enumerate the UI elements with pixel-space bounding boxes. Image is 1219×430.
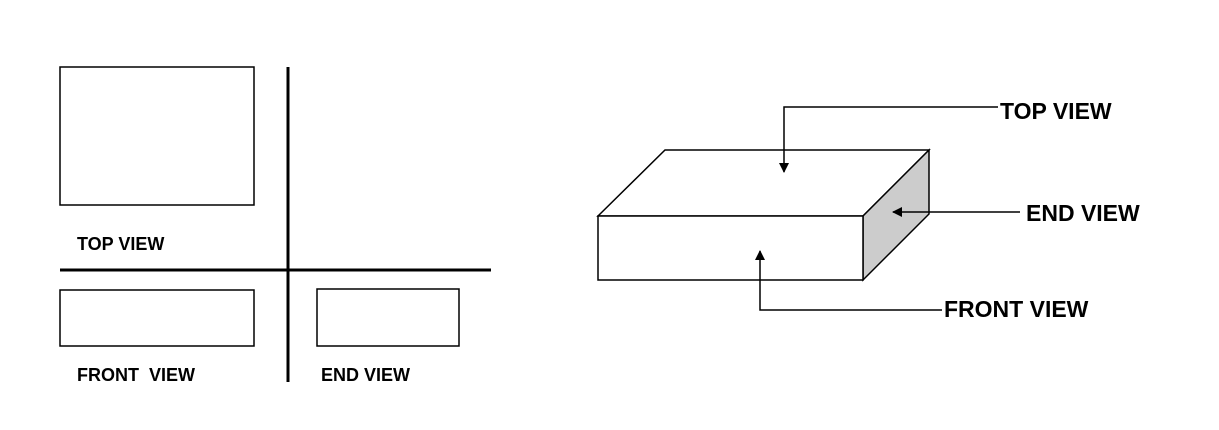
iso-top-view-label: TOP VIEW bbox=[1000, 98, 1112, 124]
iso-front-view-label: FRONT VIEW bbox=[944, 296, 1089, 322]
end-view-rectangle bbox=[316, 288, 460, 347]
isometric-block bbox=[596, 148, 931, 282]
isometric-callouts: TOP VIEW END VIEW FRONT VIEW bbox=[755, 98, 1140, 322]
front-view-leader-arrow bbox=[755, 250, 942, 311]
orthographic-layout: TOP VIEW FRONT VIEW END VIEW bbox=[59, 66, 491, 385]
ortho-top-view-label: TOP VIEW bbox=[77, 234, 164, 254]
top-view-leader-arrow bbox=[779, 106, 998, 173]
ortho-front-view-label: FRONT VIEW bbox=[77, 365, 195, 385]
ortho-end-view-label: END VIEW bbox=[321, 365, 410, 385]
front-view-rectangle bbox=[59, 289, 255, 347]
top-view-rectangle bbox=[59, 66, 255, 206]
iso-end-view-label: END VIEW bbox=[1026, 200, 1140, 226]
block-front-face bbox=[597, 215, 864, 281]
